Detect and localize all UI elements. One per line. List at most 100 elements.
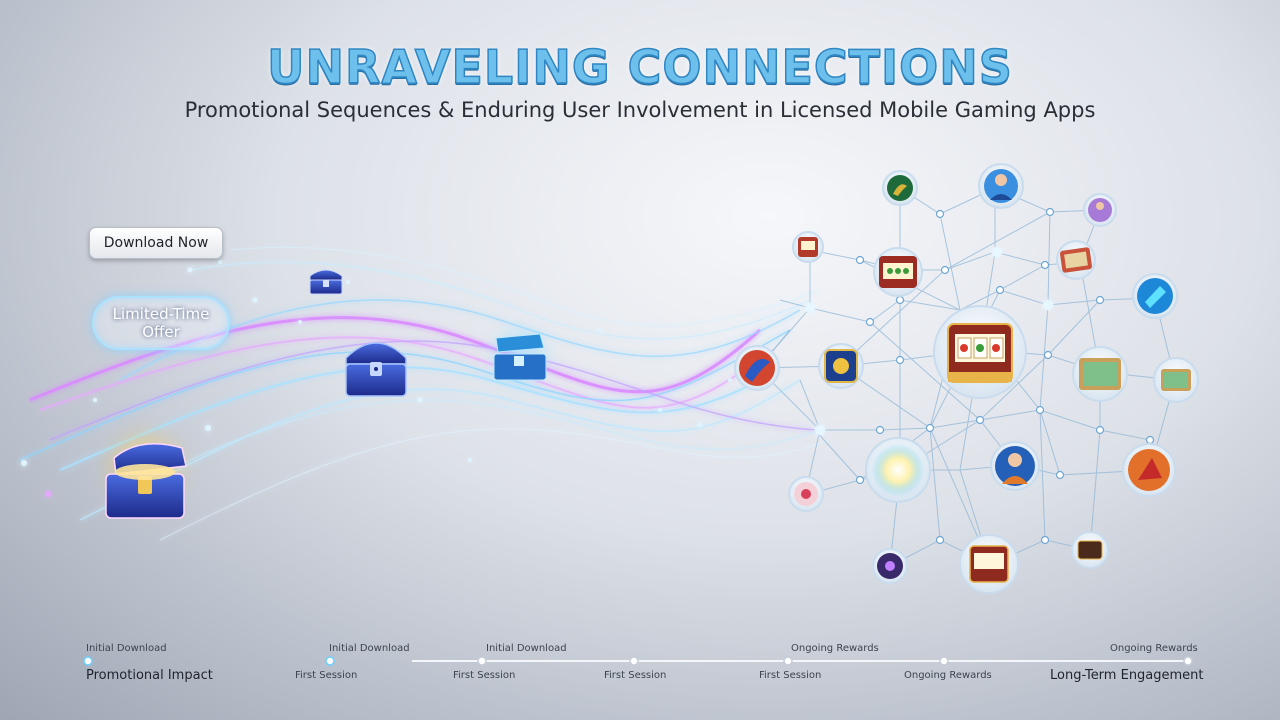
junction-node — [895, 355, 905, 365]
timeline-top-label: Initial Download — [86, 643, 167, 654]
junction-node — [1035, 405, 1045, 415]
treasure-map-icon — [1153, 357, 1199, 403]
sparkle-dot — [45, 491, 51, 497]
junction-node — [1045, 207, 1055, 217]
junction-node — [895, 295, 905, 305]
sparkle-dot — [205, 425, 211, 431]
stream-line — [109, 399, 821, 501]
sparkle-dot — [468, 458, 472, 462]
junction-node — [925, 423, 935, 433]
sparkle-dot — [598, 328, 602, 332]
stream-line — [119, 299, 801, 381]
junction-node — [935, 535, 945, 545]
glow-junctions — [805, 247, 1053, 435]
timeline-bottom-label: First Session — [295, 670, 358, 681]
junction-node — [1095, 295, 1105, 305]
treasure-chest-icon — [309, 269, 343, 295]
junction-node — [865, 317, 875, 327]
timeline-top-label: Initial Download — [329, 643, 410, 654]
timeline-bottom-label: First Session — [453, 670, 516, 681]
stream-line — [59, 366, 781, 471]
stream-line — [19, 329, 791, 461]
page-title: UNRAVELING CONNECTIONS — [266, 39, 1013, 95]
junction-node — [855, 255, 865, 265]
junction-node — [975, 415, 985, 425]
timeline-bottom-label: Ongoing Rewards — [904, 670, 992, 681]
junction-node — [1040, 535, 1050, 545]
glow-node — [815, 425, 825, 435]
junction-node — [940, 265, 950, 275]
timeline-node — [783, 656, 793, 666]
promotional-streams — [19, 246, 831, 541]
timeline-node — [477, 656, 487, 666]
stream-line — [39, 336, 771, 411]
slot-machine-icon — [933, 305, 1027, 399]
junction-node — [1040, 260, 1050, 270]
stream-sparkles — [21, 260, 732, 497]
glowing-orb-icon — [865, 437, 931, 503]
timeline-node — [83, 656, 93, 666]
game-icon — [1122, 443, 1176, 497]
timeline-node — [1183, 656, 1193, 666]
sparkle-dot — [218, 260, 222, 264]
game-icon — [872, 548, 908, 584]
timeline-node — [325, 656, 335, 666]
treasure-map-icon — [1072, 346, 1128, 402]
slot-machine-icon — [959, 534, 1019, 594]
sparkle-dot — [187, 267, 193, 273]
stream-line — [29, 316, 762, 402]
stream-line — [229, 246, 821, 326]
game-icon — [1132, 273, 1178, 319]
timeline-bottom-label: Long-Term Engagement — [1050, 668, 1204, 683]
junction-node — [935, 209, 945, 219]
treasure-chest-icon — [345, 342, 407, 397]
sparkle-dot — [417, 397, 423, 403]
junction-node — [875, 425, 885, 435]
sparkle-dot — [93, 398, 97, 402]
glow-node — [805, 303, 815, 313]
timeline-bottom-label: First Session — [759, 670, 822, 681]
stream-line — [79, 379, 801, 521]
slot-machine-icon — [873, 247, 923, 297]
timeline-top-label: Ongoing Rewards — [1110, 643, 1198, 654]
treasure-chest-icon — [103, 428, 187, 519]
timeline-bottom-label: First Session — [604, 670, 667, 681]
game-icon — [882, 170, 918, 206]
stream-line — [189, 261, 811, 340]
stream-line — [49, 340, 816, 441]
junction-node — [1043, 350, 1053, 360]
player-avatar-icon — [978, 163, 1024, 209]
timeline-track — [83, 656, 1193, 666]
junction-node — [1055, 470, 1065, 480]
page-subtitle: Promotional Sequences & Enduring User In… — [184, 98, 1096, 122]
game-icon — [818, 343, 864, 389]
sparkle-dot — [728, 378, 732, 382]
timeline-node — [629, 656, 639, 666]
game-icon — [788, 476, 824, 512]
game-icon — [734, 345, 780, 391]
player-avatar-icon — [990, 441, 1040, 491]
sparkle-dot — [21, 460, 27, 466]
junction-node — [1145, 435, 1155, 445]
treasure-map-icon — [1056, 240, 1096, 280]
timeline-top-label: Initial Download — [486, 643, 567, 654]
sparkle-dot — [658, 408, 662, 412]
player-avatar-icon — [1083, 193, 1117, 227]
junction-node — [995, 285, 1005, 295]
download-now-button[interactable]: Download Now — [89, 227, 223, 259]
junction-node — [1095, 425, 1105, 435]
slot-machine-icon — [792, 231, 824, 263]
limited-time-offer-button[interactable]: Limited-Time Offer — [92, 296, 230, 350]
sparkle-dot — [697, 422, 703, 428]
treasure-chest-icon — [1071, 531, 1109, 569]
network-junctions — [855, 207, 1155, 545]
timeline-top-label: Ongoing Rewards — [791, 643, 879, 654]
glow-node — [1043, 300, 1053, 310]
stream-line — [159, 428, 831, 541]
glow-node — [992, 247, 1002, 257]
sparkle-dot — [252, 297, 258, 303]
treasure-chest-icon — [493, 330, 547, 382]
sparkle-dot — [346, 280, 350, 284]
timeline-node — [939, 656, 949, 666]
